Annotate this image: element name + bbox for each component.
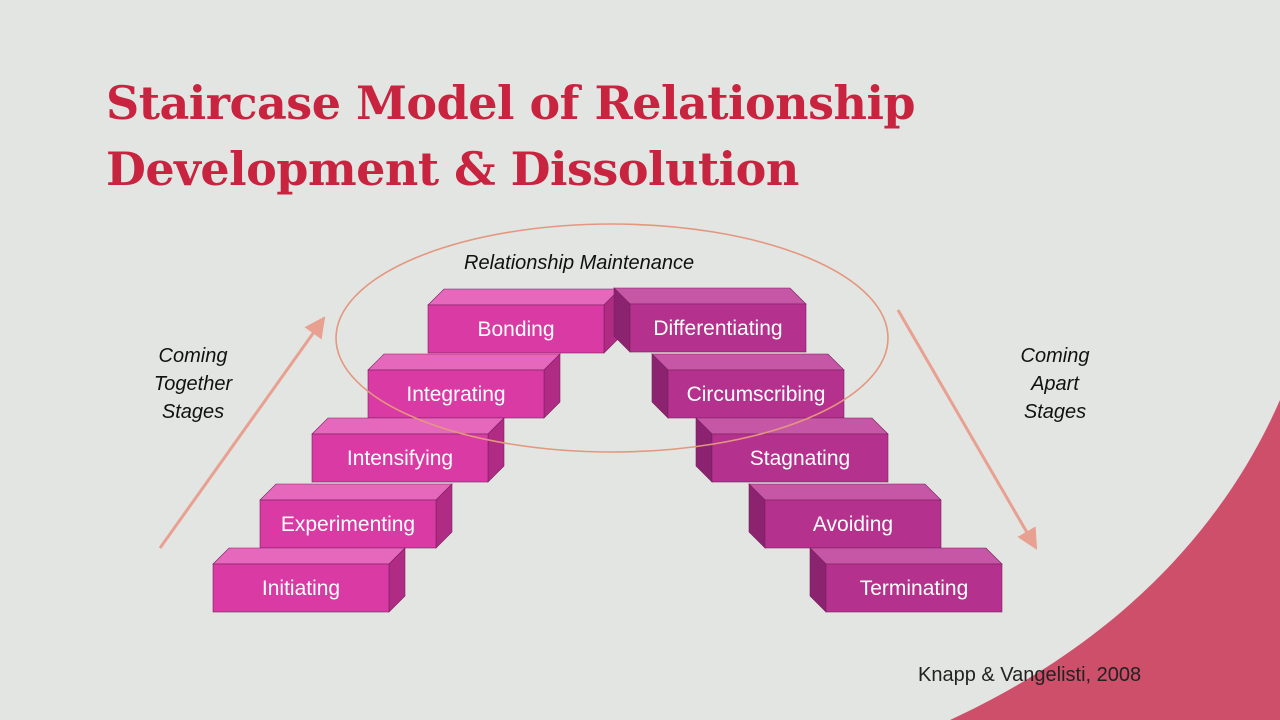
coming-apart-line-3: Stages	[1023, 401, 1087, 423]
relationship-maintenance-label: Relationship Maintenance	[464, 252, 695, 274]
stage-block-bonding: Bonding	[427, 288, 621, 354]
stage-label-bonding: Bonding	[477, 318, 554, 341]
stage-blocks: BondingIntegratingIntensifyingExperiment…	[212, 287, 1003, 613]
coming-apart-line-1: Coming	[1020, 345, 1090, 367]
stage-block-intensifying: Intensifying	[311, 417, 505, 483]
block-top-face	[212, 547, 406, 565]
title-line-2: Development & Dissolution	[106, 142, 799, 196]
stage-label-terminating: Terminating	[860, 577, 969, 600]
maintenance-ellipse	[335, 223, 889, 453]
block-front-face	[629, 303, 807, 353]
block-front-face	[825, 563, 1003, 613]
slide-title: Staircase Model of Relationship Developm…	[106, 70, 916, 202]
block-top-face	[259, 483, 453, 501]
coming-apart-label: Coming Apart Stages	[1000, 342, 1110, 426]
block-front-face	[764, 499, 942, 549]
stage-block-integrating: Integrating	[367, 353, 561, 419]
stage-label-integrating: Integrating	[406, 383, 505, 406]
stage-block-terminating: Terminating	[809, 547, 1003, 613]
block-top-face	[367, 353, 561, 371]
block-front-face	[667, 369, 845, 419]
block-front-face	[212, 563, 390, 613]
coming-together-line-1: Coming	[158, 345, 228, 367]
stage-label-initiating: Initiating	[262, 577, 340, 600]
stage-block-stagnating: Stagnating	[695, 417, 889, 483]
block-top-face	[651, 353, 845, 371]
coming-apart-line-2: Apart	[1031, 373, 1079, 395]
block-top-face	[613, 287, 807, 305]
stage-block-avoiding: Avoiding	[748, 483, 942, 549]
title-line-1: Staircase Model of Relationship	[106, 76, 916, 130]
coming-together-label: Coming Together Stages	[140, 342, 246, 426]
block-front-face	[711, 433, 889, 483]
block-top-face	[311, 417, 505, 435]
citation: Knapp & Vangelisti, 2008	[918, 664, 1142, 686]
coming-apart-arrow	[896, 309, 1038, 550]
stage-label-experimenting: Experimenting	[281, 513, 415, 536]
stage-label-circumscribing: Circumscribing	[687, 383, 826, 406]
stage-block-initiating: Initiating	[212, 547, 406, 613]
block-top-face	[809, 547, 1003, 565]
stage-block-differentiating: Differentiating	[613, 287, 807, 353]
coming-together-line-3: Stages	[161, 401, 225, 423]
coming-together-line-2: Together	[153, 373, 233, 395]
stage-label-differentiating: Differentiating	[653, 317, 782, 340]
stage-label-avoiding: Avoiding	[813, 513, 893, 536]
block-top-face	[695, 417, 889, 435]
stage-label-intensifying: Intensifying	[347, 447, 453, 470]
coming-together-arrow	[158, 316, 326, 549]
stage-block-circumscribing: Circumscribing	[651, 353, 845, 419]
block-top-face	[748, 483, 942, 501]
block-front-face	[427, 304, 605, 354]
block-front-face	[259, 499, 437, 549]
corner-swoosh	[950, 400, 1280, 720]
block-top-face	[427, 288, 621, 306]
stage-block-experimenting: Experimenting	[259, 483, 453, 549]
block-front-face	[311, 433, 489, 483]
stage-label-stagnating: Stagnating	[750, 447, 850, 470]
